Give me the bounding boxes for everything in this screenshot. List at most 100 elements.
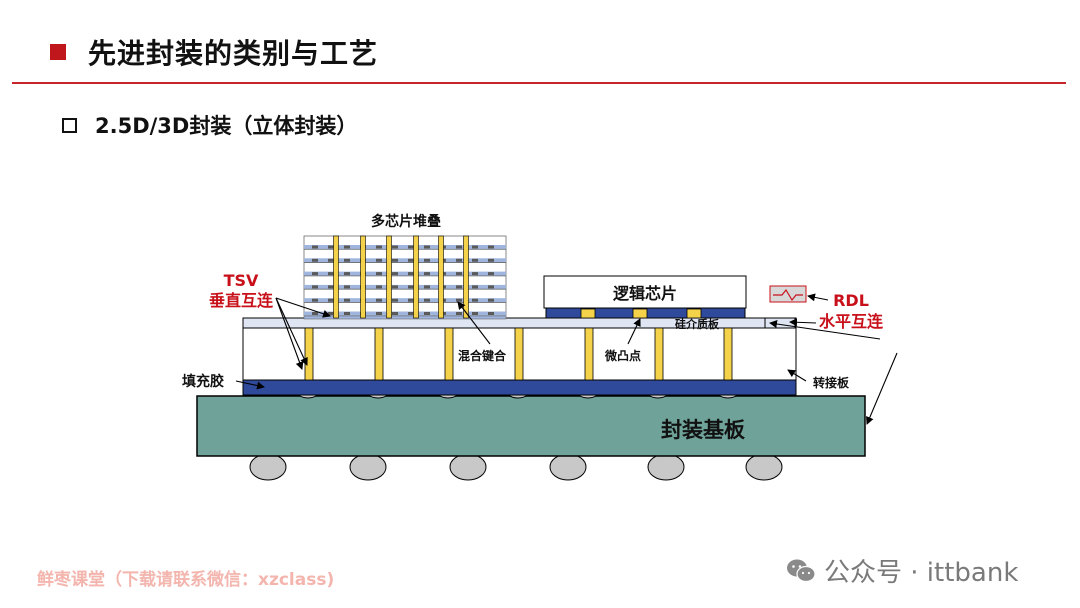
tsv-via — [723, 327, 733, 381]
underfill-arrow — [235, 380, 265, 390]
stack-bond-pad — [344, 258, 350, 262]
tsv-sub-label: 垂直互连 — [209, 291, 274, 310]
stack-die-bond-layer — [304, 298, 506, 303]
stack-bond-pad — [472, 312, 478, 315]
stack-tsv — [463, 235, 469, 319]
stack-base-layer — [303, 315, 507, 320]
stack-bond-pad — [424, 245, 430, 249]
rdl-arrow — [807, 293, 829, 302]
title-bullet-square — [50, 44, 66, 60]
bga-ball — [647, 453, 685, 481]
stack-label: 多芯片堆叠 — [371, 213, 441, 230]
stack-bond-pad — [312, 245, 318, 249]
silicon-interposer-arrow — [769, 320, 881, 340]
underfill-label: 填充胶 — [182, 373, 224, 390]
tsv-via — [444, 327, 454, 381]
stack-bond-pad — [344, 245, 350, 249]
stack-bond-pad — [408, 272, 414, 276]
tsv-label: TSV — [224, 271, 259, 290]
tsv-arrow-3 — [275, 297, 308, 366]
silicon-interposer-label: 硅介质板 — [675, 317, 720, 331]
bga-ball — [745, 453, 783, 481]
logic-chip — [543, 275, 747, 309]
stack-bond-pad — [312, 285, 318, 289]
tsv-via — [584, 327, 594, 381]
tsv-vias — [304, 327, 733, 381]
stack-bond-pad — [456, 298, 462, 302]
stack-bond-pad — [424, 312, 430, 315]
wechat-icon — [787, 559, 816, 582]
stack-bond-pad — [376, 298, 382, 302]
wechat-account: 公众号 · ittbank — [786, 552, 1018, 589]
chip-stack — [303, 235, 507, 320]
stack-bond-pad — [408, 298, 414, 302]
tsv-arrow-2 — [275, 297, 304, 370]
stack-bond-pad — [472, 285, 478, 289]
bga-ball — [349, 453, 387, 481]
page-title: 先进封装的类别与工艺 — [88, 37, 379, 70]
stack-bond-pad — [392, 285, 398, 289]
micro-bump — [632, 308, 648, 319]
rdl-sub-label: 水平互连 — [819, 312, 884, 331]
stack-bond-pad — [344, 272, 350, 276]
stack-bond-pad — [472, 298, 478, 302]
package-substrate — [196, 395, 866, 457]
stack-bond-pad — [392, 298, 398, 302]
stack-bond-pad — [328, 245, 334, 249]
stack-bond-pad — [312, 312, 318, 315]
micro-bump-arrow — [627, 318, 641, 345]
bga-ball — [449, 453, 487, 481]
stack-bond-pad — [392, 258, 398, 262]
micro-bump — [686, 308, 702, 319]
stack-bond-pad — [456, 285, 462, 289]
stack-die-bond-layer — [304, 311, 506, 316]
hybrid-bonding-arrow — [457, 301, 491, 345]
stack-bond-pad — [408, 258, 414, 262]
section-bullet-box — [62, 117, 77, 133]
stack-bond-pad — [472, 272, 478, 276]
stack-tsv — [360, 235, 366, 319]
stack-bond-pad — [376, 312, 382, 315]
package-substrate-label: 封装基板 — [661, 418, 746, 442]
stack-bond-pad — [392, 312, 398, 315]
stack-bond-pad — [328, 272, 334, 276]
stack-bond-pad — [376, 258, 382, 262]
rdl-symbol-trace — [773, 288, 803, 302]
bga-ball — [549, 453, 587, 481]
stack-die-bond-layer — [304, 284, 506, 289]
package-substrate-arrow — [866, 352, 898, 425]
micro-bump-label: 微凸点 — [604, 348, 641, 363]
stack-bond-pad — [472, 245, 478, 249]
stack-bond-pad — [312, 272, 318, 276]
stack-bond-pad — [408, 312, 414, 315]
stack-die-bond-layer — [304, 271, 506, 276]
wechat-account-label: 公众号 · ittbank — [824, 558, 1019, 588]
stack-bond-pad — [328, 285, 334, 289]
stack-bond-pad — [408, 245, 414, 249]
rdl-label: RDL — [833, 291, 869, 310]
section-heading: 2.5D/3D封装（立体封装） — [62, 110, 357, 140]
stack-tsv — [333, 235, 339, 319]
watermark-text: 鲜枣课堂（下载请联系微信：xzclass) — [37, 570, 335, 590]
stack-bond-pad — [424, 258, 430, 262]
stack-bond-pad — [312, 258, 318, 262]
bga-balls — [249, 453, 783, 481]
micro-bump — [580, 308, 596, 319]
micro-bumps — [580, 308, 702, 319]
stack-tsv — [413, 235, 419, 319]
title-bar: 先进封装的类别与工艺 — [50, 32, 378, 72]
stack-bond-pad — [376, 272, 382, 276]
stack-die-bond-layer — [304, 245, 506, 249]
tsv-via — [654, 327, 664, 381]
stack-bond-pad — [392, 272, 398, 276]
interposer-label: 转接板 — [813, 375, 850, 390]
stack-bond-pad — [328, 298, 334, 302]
stack-bond-pad — [424, 272, 430, 276]
hybrid-bonding-label: 混合键合 — [458, 348, 507, 363]
stack-bond-pad — [424, 285, 430, 289]
logic-chip-label: 逻辑芯片 — [613, 284, 677, 303]
stack-bond-pad — [456, 258, 462, 262]
stack-die-bond-layer — [304, 258, 506, 263]
tsv-via — [514, 327, 524, 381]
